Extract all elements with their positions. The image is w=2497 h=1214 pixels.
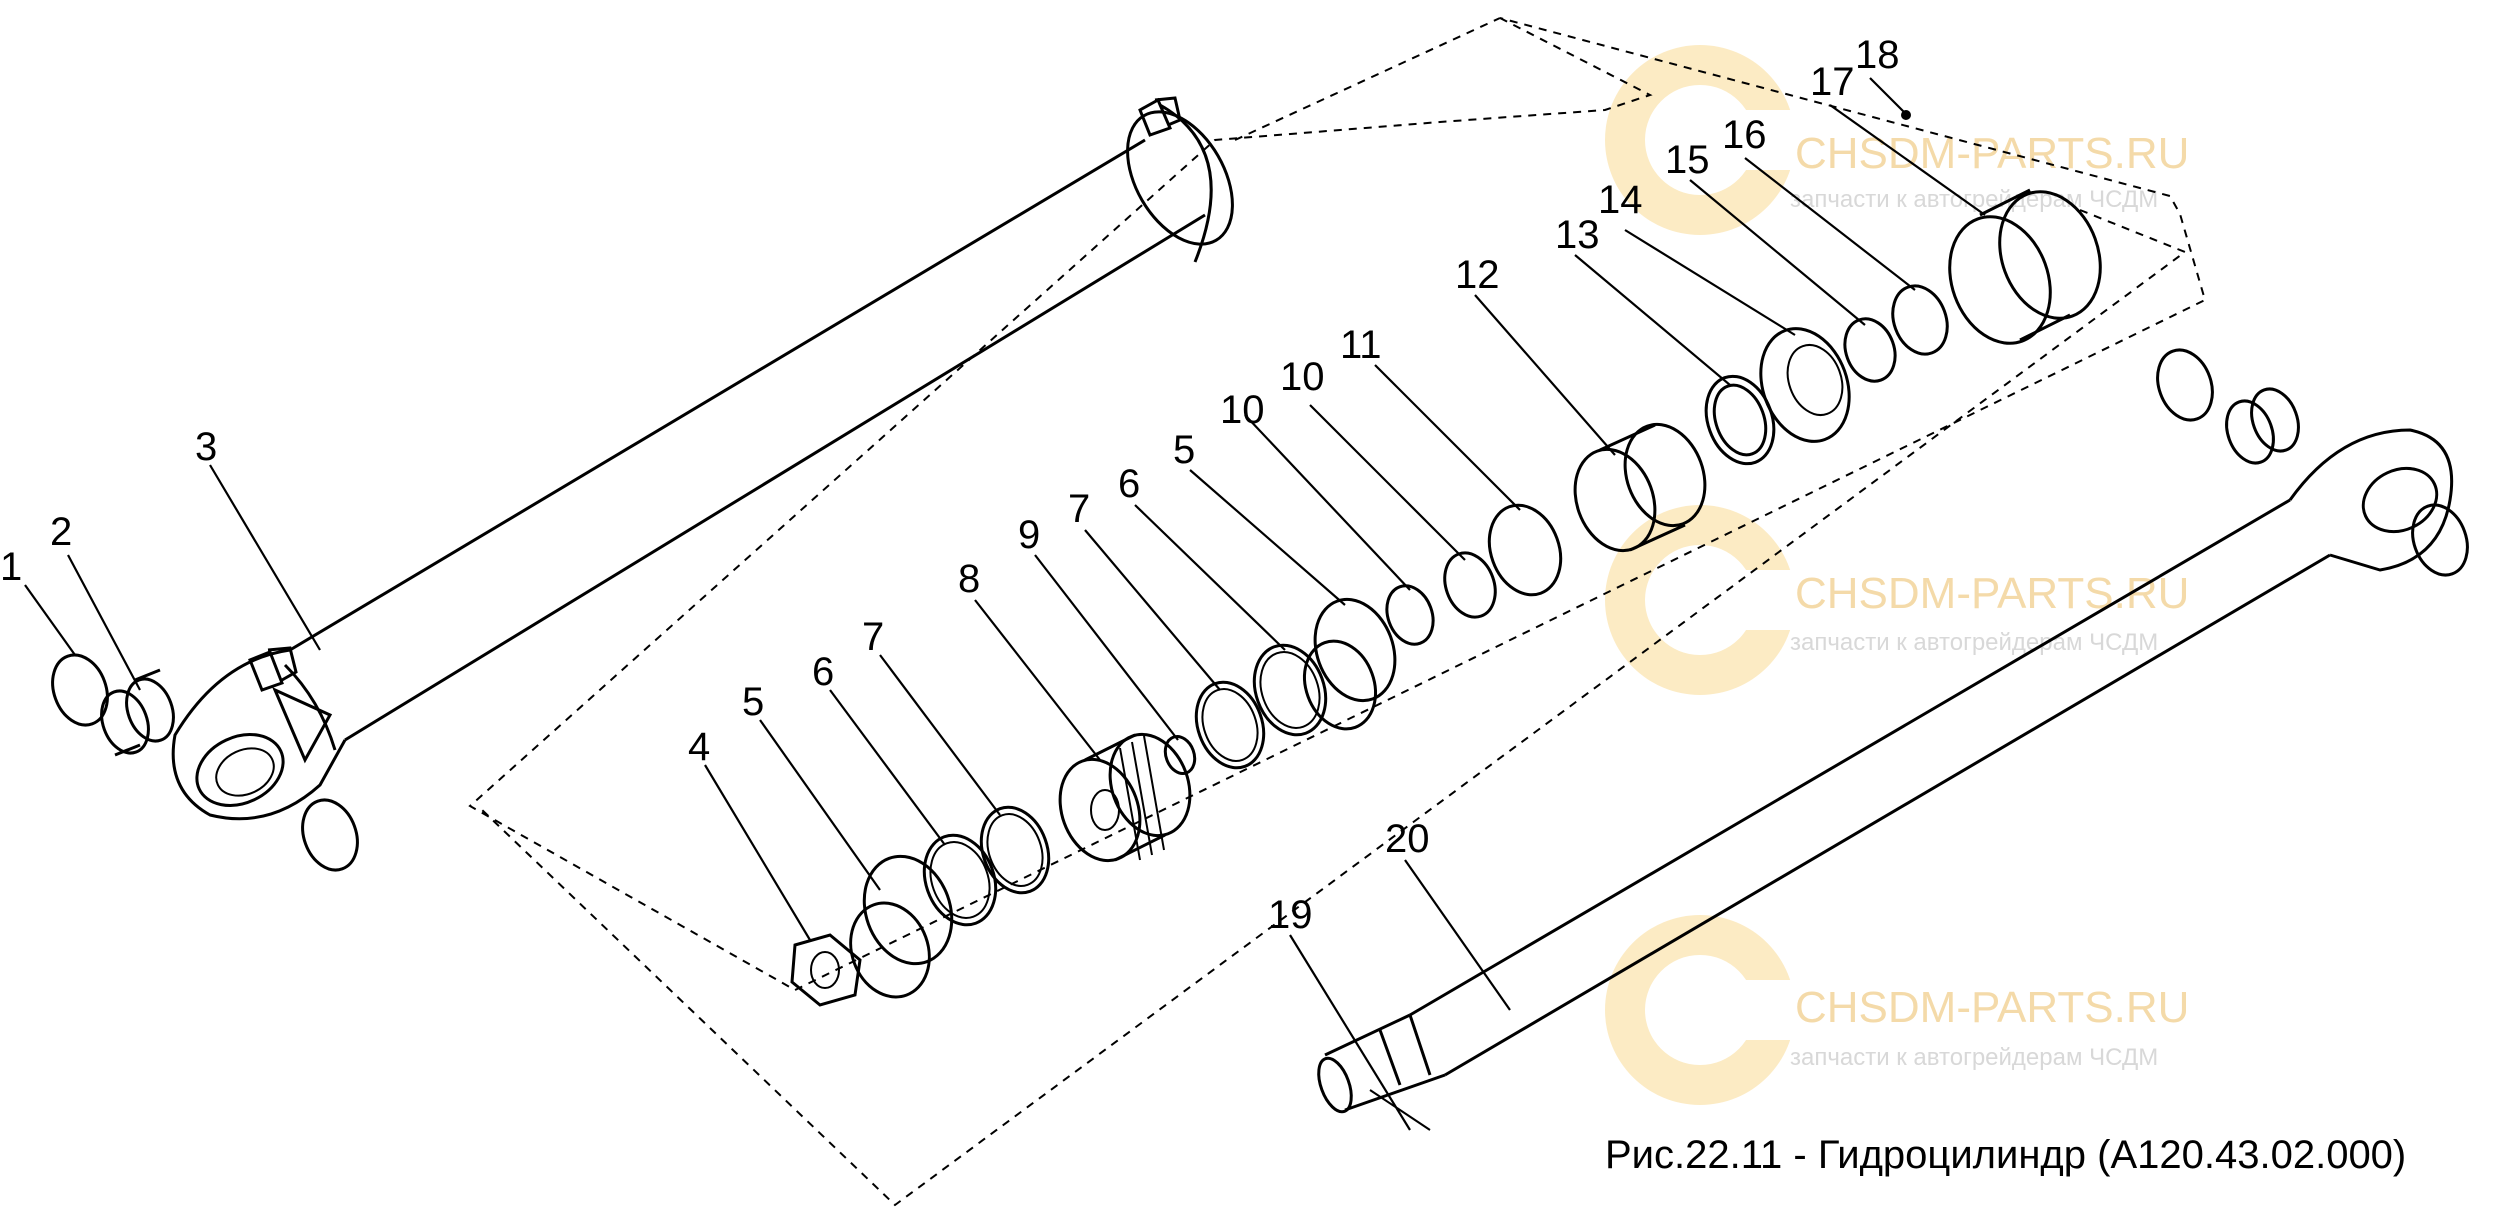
cylinder-barrel bbox=[171, 96, 1234, 821]
callout-12: 12 bbox=[1455, 253, 1500, 297]
callout-6b: 6 bbox=[1118, 462, 1140, 506]
figure-caption: Рис.22.11 - Гидроцилиндр (А120.43.02.000… bbox=[1605, 1133, 2406, 1177]
exploded-view-boundary bbox=[468, 17, 2207, 992]
seal-ring-6-a bbox=[922, 833, 998, 927]
piston-rod-20 bbox=[1317, 428, 2454, 1114]
watermark-tagline-bottom: запчасти к автогрейдерам ЧСДМ bbox=[1790, 1044, 2158, 1071]
leader-lines bbox=[24, 77, 1986, 1131]
callout-10b: 10 bbox=[1280, 355, 1325, 399]
callout-5a: 5 bbox=[742, 680, 764, 724]
bushing-left-2 bbox=[100, 668, 175, 757]
bushing-right bbox=[2225, 387, 2300, 465]
barrel-to-kit-projection bbox=[1234, 17, 1501, 141]
seal-ring-6-b bbox=[1252, 643, 1328, 737]
snap-ring-right-upper bbox=[2156, 348, 2214, 422]
callout-numbers: 1 2 3 4 5 6 7 8 9 7 6 5 10 10 11 12 13 1… bbox=[0, 33, 1900, 937]
callout-13: 13 bbox=[1555, 213, 1600, 257]
callout-11: 11 bbox=[1340, 323, 1382, 367]
ring-10-a bbox=[1385, 584, 1435, 646]
cotter-pin-19 bbox=[1369, 1089, 1431, 1131]
piston-8 bbox=[1058, 732, 1192, 863]
snap-ring-left-lower bbox=[301, 798, 359, 872]
callout-5b: 5 bbox=[1173, 428, 1195, 472]
watermark-logo-top bbox=[1605, 45, 1810, 235]
watermark-logo-middle bbox=[1605, 505, 1810, 695]
callout-16: 16 bbox=[1722, 113, 1767, 157]
watermark-brand-bottom: CHSDM-PARTS.RU bbox=[1795, 983, 2189, 1032]
watermark-brand-middle: CHSDM-PARTS.RU bbox=[1795, 569, 2189, 618]
callout-7b: 7 bbox=[1068, 487, 1090, 531]
ring-10-b bbox=[1443, 551, 1497, 619]
set-screw-18 bbox=[1901, 110, 1911, 120]
callout-17: 17 bbox=[1810, 60, 1855, 104]
callout-20: 20 bbox=[1385, 817, 1430, 861]
callout-3: 3 bbox=[195, 425, 217, 469]
callout-1: 1 bbox=[0, 545, 22, 589]
guide-ring-5-b bbox=[1303, 597, 1397, 731]
snap-ring-left-1 bbox=[51, 653, 109, 727]
callout-2: 2 bbox=[50, 510, 72, 554]
exploded-view-boundary-right bbox=[479, 209, 2188, 1207]
watermark-tagline-middle: запчасти к автогрейдерам ЧСДМ bbox=[1790, 629, 2158, 656]
rod-seal-13 bbox=[1704, 374, 1776, 466]
snap-ring-right-lower bbox=[2411, 503, 2469, 577]
guide-ring-5-a bbox=[849, 854, 954, 999]
cylinder-head-nut-17 bbox=[1948, 188, 2102, 345]
callout-18: 18 bbox=[1855, 33, 1900, 77]
o-ring-11 bbox=[1487, 503, 1563, 597]
o-ring-9 bbox=[1163, 735, 1197, 775]
callout-14: 14 bbox=[1598, 178, 1643, 222]
watermark-brand-top: CHSDM-PARTS.RU bbox=[1795, 129, 2189, 178]
watermark-tagline-top: запчасти к автогрейдерам ЧСДМ bbox=[1790, 186, 2158, 213]
wear-ring-7-a bbox=[979, 805, 1051, 895]
watermark-logo-bottom bbox=[1605, 915, 1810, 1105]
castle-nut-4 bbox=[790, 933, 862, 1007]
callout-6a: 6 bbox=[812, 650, 834, 694]
callout-4: 4 bbox=[688, 725, 710, 769]
callout-19: 19 bbox=[1268, 893, 1313, 937]
gland-12 bbox=[1573, 422, 1707, 553]
callout-15: 15 bbox=[1665, 138, 1710, 182]
ring-16 bbox=[1891, 284, 1949, 356]
callout-8: 8 bbox=[958, 557, 980, 601]
callout-10a: 10 bbox=[1220, 388, 1265, 432]
callout-9: 9 bbox=[1018, 513, 1040, 557]
wiper-housing-14 bbox=[1759, 327, 1851, 443]
callout-7a: 7 bbox=[862, 615, 884, 659]
